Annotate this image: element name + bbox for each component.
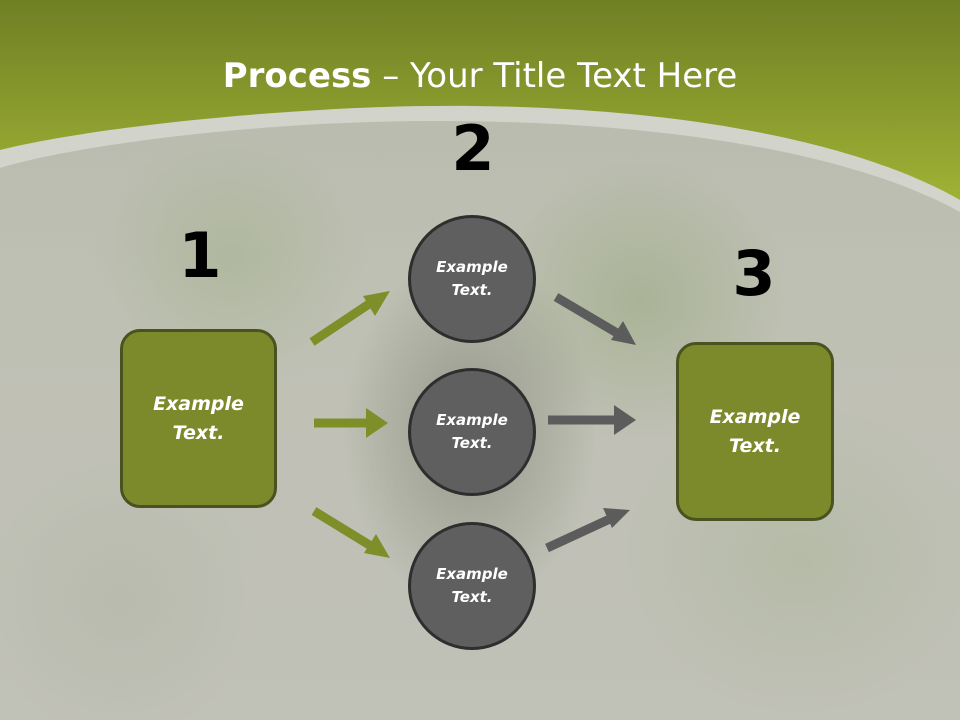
circle-node-bottom: Example Text. [408,522,536,650]
slide-title: Process – Your Title Text Here [0,54,960,98]
arrow-left-to-middle [314,408,388,438]
title-rest: – Your Title Text Here [371,56,738,96]
right-step-text: Example Text. [709,405,801,457]
left-step-text: Example Text. [153,392,244,444]
arrow-left-to-top [309,291,390,346]
arrow-top-to-right [553,293,636,345]
step-number-2: 2 [451,112,495,185]
circle-node-top-text: Example Text. [436,258,508,299]
step-number-3: 3 [732,237,776,310]
step-number-1: 1 [178,219,222,292]
right-step-box: Example Text. [676,342,834,521]
arrow-bottom-to-right [545,508,630,553]
arrow-left-to-bottom [311,507,390,558]
circle-node-middle: Example Text. [408,368,536,496]
circle-node-middle-text: Example Text. [436,411,508,452]
left-step-box: Example Text. [120,329,277,508]
circle-node-top: Example Text. [408,215,536,343]
title-bold: Process [222,56,372,96]
circle-node-bottom-text: Example Text. [436,565,508,606]
arrow-middle-to-right [548,405,636,435]
